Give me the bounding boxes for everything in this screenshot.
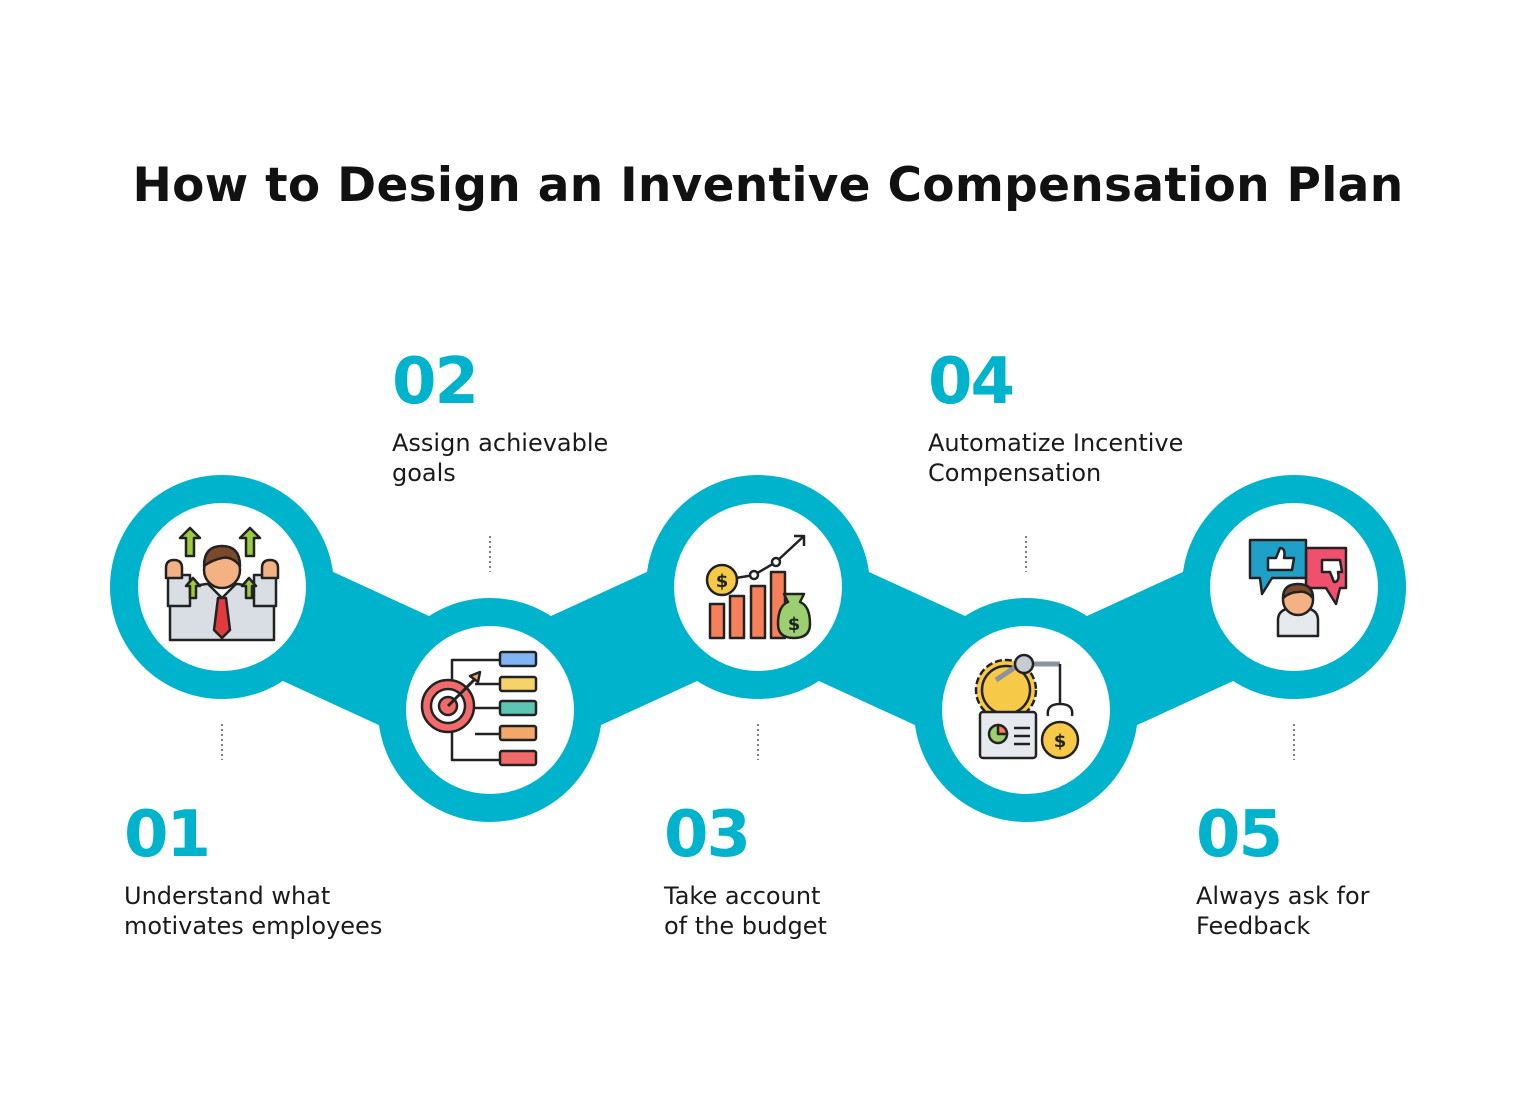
- step-description-line: goals: [392, 459, 456, 487]
- step-number: 01: [124, 798, 211, 872]
- step-description-line: Take account: [664, 882, 821, 910]
- svg-text:$: $: [716, 571, 729, 592]
- step-description: Understand what motivates employees: [124, 881, 382, 941]
- svg-text:$: $: [1054, 731, 1067, 752]
- step-number: 04: [928, 345, 1015, 419]
- step-description-line: of the budget: [664, 912, 827, 940]
- step-01: 01 Understand what motivates employees: [124, 803, 382, 941]
- leader-lines: [221, 536, 1295, 760]
- step-number: 02: [392, 345, 479, 419]
- step-description-line: Automatize Incentive: [928, 429, 1184, 457]
- step-description-line: Assign achievable: [392, 429, 609, 457]
- feedback-icon: [1248, 538, 1348, 638]
- step-number: 05: [1196, 798, 1283, 872]
- step-description: Take account of the budget: [664, 881, 827, 941]
- step-02: 02 Assign achievable goals: [392, 350, 608, 488]
- motivated-employee-icon: [164, 526, 280, 642]
- step-description: Automatize Incentive Compensation: [928, 428, 1183, 488]
- automation-gear-icon: $: [974, 653, 1080, 760]
- step-description-line: motivates employees: [124, 912, 383, 940]
- step-description-line: Feedback: [1196, 912, 1311, 940]
- step-04: 04 Automatize Incentive Compensation: [928, 350, 1183, 488]
- step-description-line: Understand what: [124, 882, 331, 910]
- step-03: 03 Take account of the budget: [664, 803, 827, 941]
- goal-target-icon: [420, 650, 538, 767]
- svg-text:$: $: [788, 614, 801, 635]
- step-description: Always ask for Feedback: [1196, 881, 1370, 941]
- step-05: 05 Always ask for Feedback: [1196, 803, 1370, 941]
- budget-growth-icon: $ $: [705, 534, 812, 640]
- step-number: 03: [664, 798, 751, 872]
- step-description-line: Compensation: [928, 459, 1102, 487]
- page-title: How to Design an Inventive Compensation …: [132, 158, 1404, 213]
- step-description: Assign achievable goals: [392, 428, 608, 488]
- step-description-line: Always ask for: [1196, 882, 1370, 910]
